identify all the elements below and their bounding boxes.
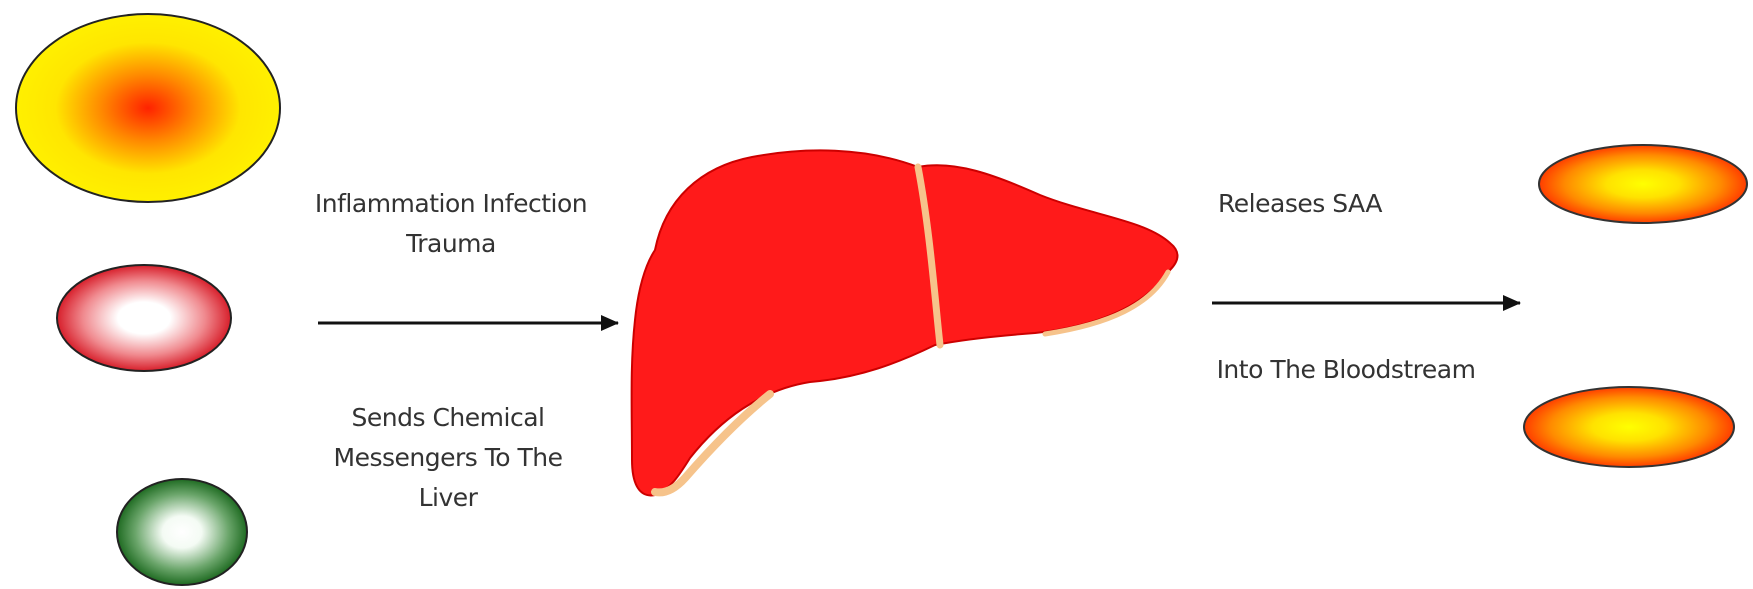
output-label: Releases SAA: [1180, 184, 1420, 224]
output-label-line-2: Into The Bloodstream: [1186, 350, 1506, 390]
inflammation-cell-icon: [16, 14, 280, 202]
infection-cell-icon: [57, 265, 231, 371]
stimulus-label-line-2: Trauma: [276, 224, 626, 264]
signal-label: Sends Chemical Messengers To The Liver: [318, 398, 578, 518]
stimulus-label: Inflammation Infection Trauma: [276, 184, 626, 264]
saa-particle-icon-top: [1539, 145, 1747, 223]
trauma-cell-icon: [117, 479, 247, 585]
bloodstream-label: Into The Bloodstream: [1186, 350, 1506, 390]
signal-label-line-1: Sends Chemical: [318, 398, 578, 438]
saa-particle-icon-bottom: [1524, 387, 1734, 467]
liver-icon: [632, 150, 1178, 495]
signal-label-line-2: Messengers To The: [318, 438, 578, 478]
signal-label-line-3: Liver: [318, 478, 578, 518]
output-label-line-1: Releases SAA: [1180, 184, 1420, 224]
stimulus-label-line-1: Inflammation Infection: [276, 184, 626, 224]
